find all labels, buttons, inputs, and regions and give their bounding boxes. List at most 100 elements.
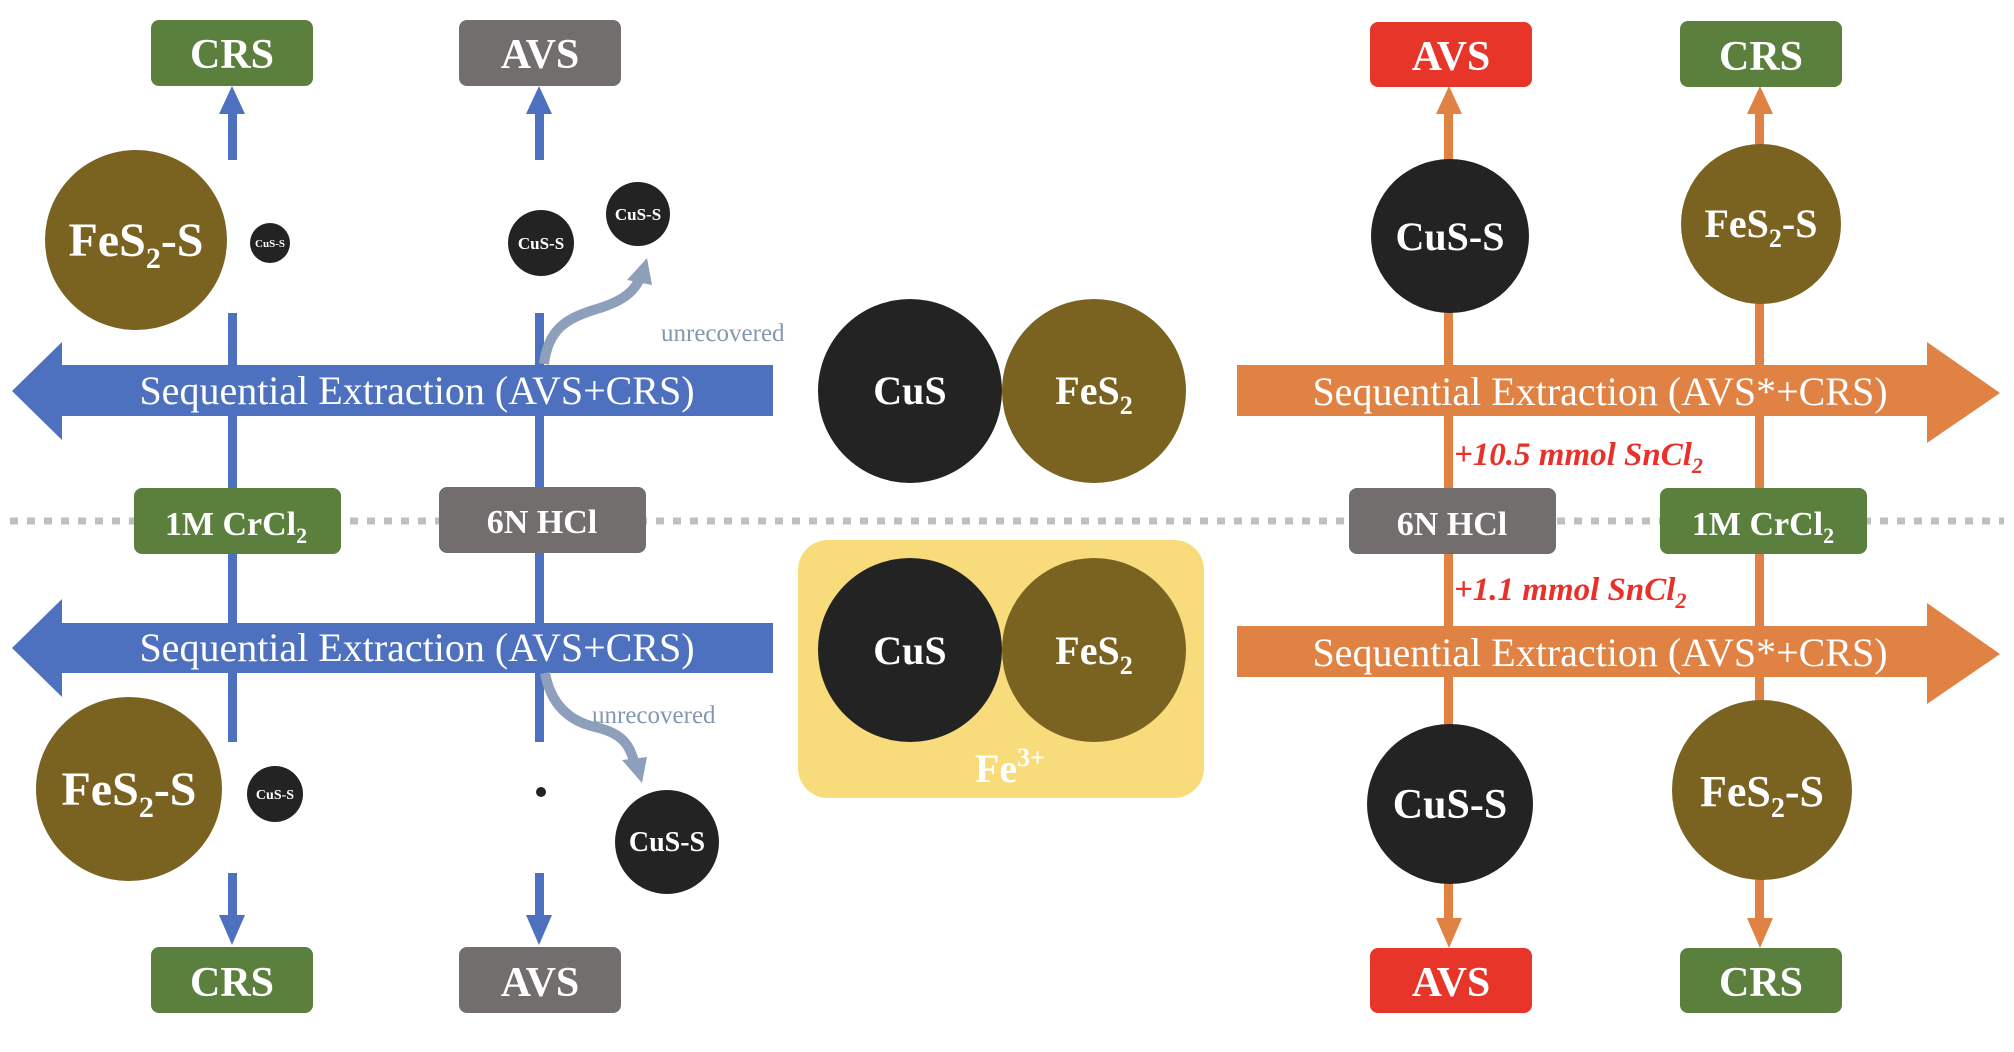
cus-s-label: CuS-S <box>518 234 564 253</box>
crs-label: CRS <box>190 32 274 78</box>
right-top-cus-s: CuS-S <box>1371 159 1529 313</box>
cus-s-circle <box>250 223 290 263</box>
fes2-s-circle <box>36 697 222 881</box>
cus-circle <box>818 299 1002 483</box>
left-crs-arrow-head-bottom <box>219 915 245 945</box>
avs-box <box>459 20 621 86</box>
left-top-small-cus-s: CuS-S <box>250 223 290 263</box>
avs-box <box>459 947 621 1013</box>
crs-box <box>1680 948 1842 1013</box>
cus-s-label: CuS-S <box>629 827 705 858</box>
right-bottom-output-avs: AVS <box>1370 948 1532 1013</box>
sncl2-bottom-annotation: +1.1 mmol SnCl2 <box>1454 572 1686 613</box>
unrecovered-arrow-bottom <box>540 671 639 764</box>
cus-s-label: CuS-S <box>256 788 294 803</box>
cus-s-circle <box>1367 724 1533 884</box>
right-avs-arrow-head-bottom <box>1436 918 1462 948</box>
left-bottom-fes2-s-circle: FeS2-S <box>36 697 222 881</box>
left-top-cus-s-unrecovered: CuS-S <box>606 182 670 246</box>
crcl2-box <box>1660 488 1867 554</box>
crcl2-box <box>134 488 341 554</box>
right-bottom-output-crs: CRS <box>1680 948 1842 1013</box>
left-crs-arrow-shaft-bottom <box>228 873 237 917</box>
left-top-output-crs: CRS <box>151 20 313 86</box>
cus-s-circle <box>606 182 670 246</box>
right-crs-arrow-head-top <box>1747 86 1773 114</box>
avs-label: AVS <box>501 960 580 1006</box>
hcl-box <box>1349 488 1556 554</box>
avs-label: AVS <box>1412 34 1491 80</box>
center-top-pair: CuS FeS2 <box>818 299 1186 483</box>
unrecovered-arrow-head-top <box>627 258 652 285</box>
left-avs-arrow-head-bottom <box>526 915 552 945</box>
avs-box <box>1370 22 1532 87</box>
avs-label: AVS <box>501 32 580 78</box>
cus-s-circle <box>508 210 574 276</box>
cus-s-label: CuS-S <box>1393 782 1507 828</box>
right-crs-arrow-shaft-top <box>1755 112 1764 146</box>
fes2-s-circle <box>1672 700 1852 880</box>
crs-label: CRS <box>1719 34 1803 80</box>
fes2-s-label: FeS2-S <box>1704 201 1817 253</box>
unrecovered-arrow-top <box>539 275 645 365</box>
right-crs-arrow-shaft-bottom <box>1755 870 1764 920</box>
left-bottom-extraction-arrow <box>12 599 773 697</box>
cus-s-label: CuS-S <box>615 205 661 224</box>
unrecovered-arrow-head-bottom <box>622 757 647 783</box>
left-top-cus-s-avs: CuS-S <box>508 210 574 276</box>
left-top-output-avs: AVS <box>459 20 621 86</box>
fes2-label: FeS2 <box>1055 368 1132 420</box>
left-bottom-small-cus-s: CuS-S <box>247 766 303 822</box>
fes2-s-label: FeS2-S <box>1700 767 1824 824</box>
left-avs-arrow-shaft-top <box>535 112 544 160</box>
cus-s-label: CuS-S <box>1396 214 1505 259</box>
hcl-box <box>439 487 646 553</box>
left-bottom-cus-s-unrecovered: CuS-S <box>615 790 719 894</box>
fes2-s-label: FeS2-S <box>68 214 203 275</box>
left-top-extraction-arrow <box>12 342 773 440</box>
unrecovered-label-bottom: unrecovered <box>592 702 716 729</box>
right-reagent-hcl: 6N HCl <box>1349 488 1556 554</box>
right-top-extraction-arrow <box>1237 342 2000 443</box>
avs-box <box>1370 948 1532 1013</box>
right-top-bar-label: Sequential Extraction (AVS*+CRS) <box>1312 369 1887 414</box>
left-crs-arrow-head-top <box>219 86 245 114</box>
right-avs-arrow-shaft-top <box>1444 112 1453 162</box>
cus-s-label: CuS-S <box>255 238 285 250</box>
right-top-fes2-s: FeS2-S <box>1681 144 1841 304</box>
hcl-label: 6N HCl <box>487 504 598 541</box>
right-avs-arrow-head-top <box>1436 86 1462 114</box>
cus-s-circle <box>1371 159 1529 313</box>
fes2-circle <box>1002 299 1186 483</box>
crcl2-label: 1M CrCl2 <box>165 506 307 548</box>
crs-box <box>151 947 313 1013</box>
fes2-s-circle <box>45 150 227 330</box>
fes2-s-circle <box>1681 144 1841 304</box>
crs-label: CRS <box>190 960 274 1006</box>
left-avs-arrow-shaft-bottom <box>535 873 544 917</box>
left-avs-arrow-head-top <box>526 86 552 114</box>
hcl-label: 6N HCl <box>1397 506 1508 543</box>
fes2-label: FeS2 <box>1055 628 1132 680</box>
left-reagent-crcl2: 1M CrCl2 <box>134 488 341 554</box>
left-bottom-tiny-cus-s-dot <box>536 787 546 797</box>
crs-box <box>151 20 313 86</box>
fes2-s-label: FeS2-S <box>61 763 196 824</box>
fe3-label: Fe3+ <box>975 743 1045 791</box>
right-top-output-crs: CRS <box>1680 21 1842 87</box>
right-bottom-extraction-arrow <box>1237 603 2000 704</box>
left-reagent-hcl: 6N HCl <box>439 487 646 553</box>
left-bottom-output-crs: CRS <box>151 947 313 1013</box>
cus-label: CuS <box>873 628 946 673</box>
left-top-fes2-s-circle: FeS2-S <box>45 150 227 330</box>
right-top-output-avs: AVS <box>1370 22 1532 87</box>
right-crs-arrow-head-bottom <box>1747 918 1773 948</box>
cus-circle <box>818 558 1002 742</box>
left-top-bar-label: Sequential Extraction (AVS+CRS) <box>139 368 694 413</box>
right-bottom-cus-s: CuS-S <box>1367 724 1533 884</box>
left-crs-arrow-shaft-top <box>228 112 237 160</box>
right-avs-arrow-shaft-bottom <box>1444 880 1453 920</box>
cus-s-circle <box>247 766 303 822</box>
